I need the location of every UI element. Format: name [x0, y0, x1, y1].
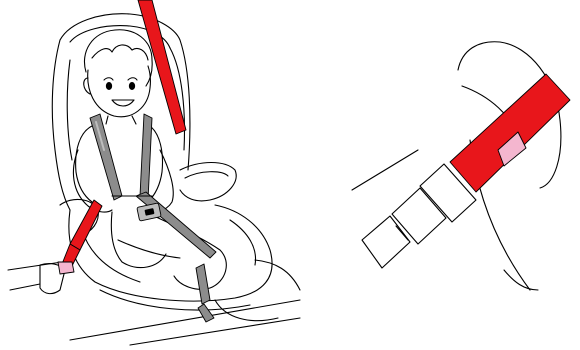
vehicle-belt-icon	[57, 0, 187, 275]
vehicle-seat-outline	[7, 259, 301, 346]
car-seat-icon	[39, 13, 279, 322]
belt-guide-icon	[497, 131, 527, 167]
buckle-tongue-icon	[361, 163, 477, 269]
buckle-icon	[136, 202, 162, 222]
vehicle-belt-icon	[449, 73, 571, 193]
car-seat-panel	[7, 0, 301, 346]
belt-guide-panel	[351, 41, 571, 291]
child-icon	[72, 29, 227, 290]
